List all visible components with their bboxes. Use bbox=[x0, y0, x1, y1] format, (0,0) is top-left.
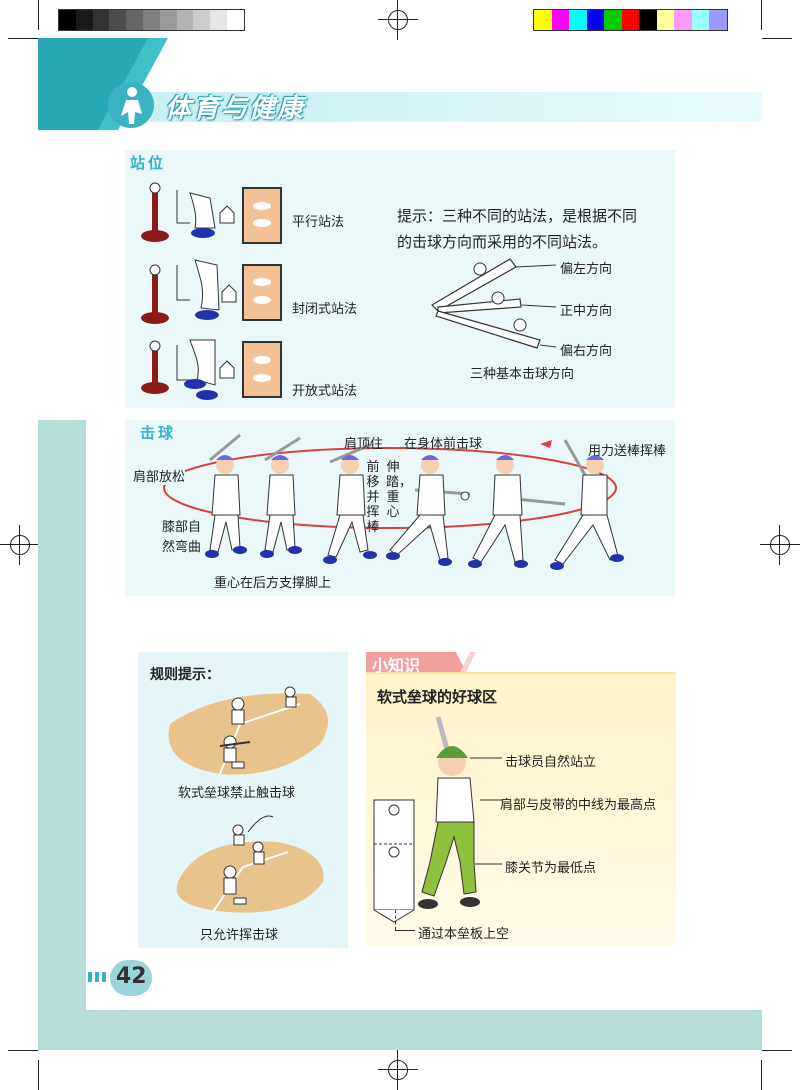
page-frame-left bbox=[38, 420, 86, 1020]
knowledge-panel bbox=[366, 672, 676, 946]
stance-hint: 提示：三种不同的站法，是根据不同 的击球方向而采用的不同站法。 bbox=[397, 203, 637, 255]
registration-mark-right bbox=[760, 525, 800, 565]
calibration-swatch bbox=[159, 10, 177, 30]
knowledge-label-top: 肩部与皮带的中线为最高点 bbox=[500, 798, 657, 813]
batting-sequence-illustration bbox=[163, 433, 624, 570]
batter-figure bbox=[323, 442, 377, 564]
rules-caption-no-bunt: 软式垒球禁止触击球 bbox=[178, 786, 296, 801]
plate-leader-line bbox=[395, 930, 415, 931]
stance-label-open: 开放式站法 bbox=[292, 384, 358, 399]
batter-figure bbox=[468, 455, 566, 568]
stance-section-title: 站位 bbox=[130, 154, 167, 172]
trim-mark bbox=[38, 1060, 39, 1090]
gray-calibration-bar bbox=[58, 9, 245, 31]
header-shape bbox=[38, 38, 168, 130]
trim-mark bbox=[762, 1050, 792, 1051]
batting-label-front-hit: 在身体前击球 bbox=[404, 437, 483, 452]
batting-label-move-forward: 前移并挥棒 bbox=[366, 460, 380, 535]
page-number: 42 bbox=[116, 964, 147, 989]
calibration-swatch bbox=[210, 10, 227, 30]
color-calibration-bar bbox=[533, 9, 728, 31]
stance-figure-open bbox=[141, 339, 282, 400]
knowledge-label-bottom: 膝关节为最低点 bbox=[505, 861, 597, 876]
trim-mark bbox=[762, 38, 792, 39]
page-frame-bottom bbox=[38, 1010, 762, 1050]
knowledge-tag: 小知识 bbox=[372, 656, 421, 675]
knowledge-title: 软式垒球的好球区 bbox=[377, 688, 498, 706]
strike-zone-leader-lines bbox=[470, 757, 502, 865]
batter-figure bbox=[386, 455, 471, 566]
trim-mark bbox=[8, 1050, 38, 1051]
swing-only-illustration bbox=[176, 815, 324, 913]
knowledge-label-plate: 通过本垒板上空 bbox=[418, 927, 510, 942]
batting-label-knee: 膝部自然弯曲 bbox=[162, 520, 202, 555]
strike-zone-illustration bbox=[373, 716, 480, 923]
calibration-swatch bbox=[709, 10, 727, 30]
calibration-swatch bbox=[109, 10, 127, 30]
athlete-logo-icon bbox=[108, 82, 154, 128]
direction-label-right: 偏右方向 bbox=[560, 344, 613, 359]
rules-title: 规则提示： bbox=[150, 667, 220, 683]
batting-label-shoulder-top: 肩顶住 bbox=[344, 437, 384, 452]
rules-caption-swing-only: 只允许挥击球 bbox=[200, 928, 279, 943]
trim-mark bbox=[761, 1060, 762, 1090]
calibration-swatch bbox=[176, 10, 194, 30]
direction-label-left: 偏左方向 bbox=[560, 262, 613, 277]
batting-section-title: 击球 bbox=[140, 424, 177, 442]
hitting-directions-diagram bbox=[431, 258, 557, 349]
directions-caption: 三种基本击球方向 bbox=[470, 367, 575, 382]
page-number-badge bbox=[110, 960, 152, 996]
calibration-swatch bbox=[691, 10, 709, 30]
stance-illustrations bbox=[141, 182, 282, 400]
calibration-swatch bbox=[92, 10, 110, 30]
calibration-swatch bbox=[193, 10, 211, 30]
batter-figure bbox=[205, 433, 247, 558]
batting-label-weight-back: 重心在后方支撑脚上 bbox=[214, 576, 332, 591]
knowledge-tag-shape bbox=[366, 652, 676, 674]
calibration-swatch bbox=[126, 10, 143, 30]
batting-label-shoulder-relax: 肩部放松 bbox=[133, 466, 186, 485]
no-bunt-illustration bbox=[168, 686, 328, 775]
registration-mark-left bbox=[0, 525, 40, 565]
trim-mark bbox=[38, 0, 39, 30]
calibration-swatch bbox=[604, 10, 622, 30]
header-banner bbox=[150, 92, 762, 122]
batter-figure bbox=[260, 436, 302, 558]
calibration-swatch bbox=[656, 10, 674, 30]
calibration-swatch bbox=[674, 10, 692, 30]
trim-mark bbox=[8, 38, 38, 39]
calibration-swatch bbox=[551, 10, 569, 30]
direction-label-center: 正中方向 bbox=[560, 304, 613, 319]
calibration-swatch bbox=[639, 10, 657, 30]
stance-hint-line: 提示：三种不同的站法，是根据不同 bbox=[397, 207, 638, 225]
calibration-swatch bbox=[569, 10, 587, 30]
batting-label-follow-through: 用力送棒挥棒 bbox=[588, 444, 667, 459]
batter-figure bbox=[550, 439, 624, 570]
calibration-swatch bbox=[59, 10, 76, 30]
stance-figure-closed bbox=[141, 259, 282, 324]
knowledge-label-stand: 击球员自然站立 bbox=[505, 755, 597, 770]
plate-leader-line bbox=[395, 910, 397, 930]
registration-mark-top bbox=[378, 0, 418, 40]
page-number-dots bbox=[88, 972, 106, 982]
calibration-swatch bbox=[75, 10, 93, 30]
calibration-swatch bbox=[226, 10, 244, 30]
stance-figure-parallel bbox=[141, 182, 282, 244]
batting-label-stretch: 伸踏，重心 bbox=[386, 460, 413, 520]
calibration-swatch bbox=[534, 10, 552, 30]
calibration-swatch bbox=[586, 10, 604, 30]
stance-label-closed: 封闭式站法 bbox=[292, 302, 358, 317]
calibration-swatch bbox=[621, 10, 639, 30]
stance-label-parallel: 平行站法 bbox=[292, 215, 345, 230]
header-title: 体育与健康 bbox=[165, 94, 306, 124]
registration-mark-bottom bbox=[378, 1050, 418, 1090]
trim-mark bbox=[761, 0, 762, 30]
stance-hint-line: 的击球方向而采用的不同站法。 bbox=[397, 233, 608, 251]
calibration-swatch bbox=[142, 10, 160, 30]
